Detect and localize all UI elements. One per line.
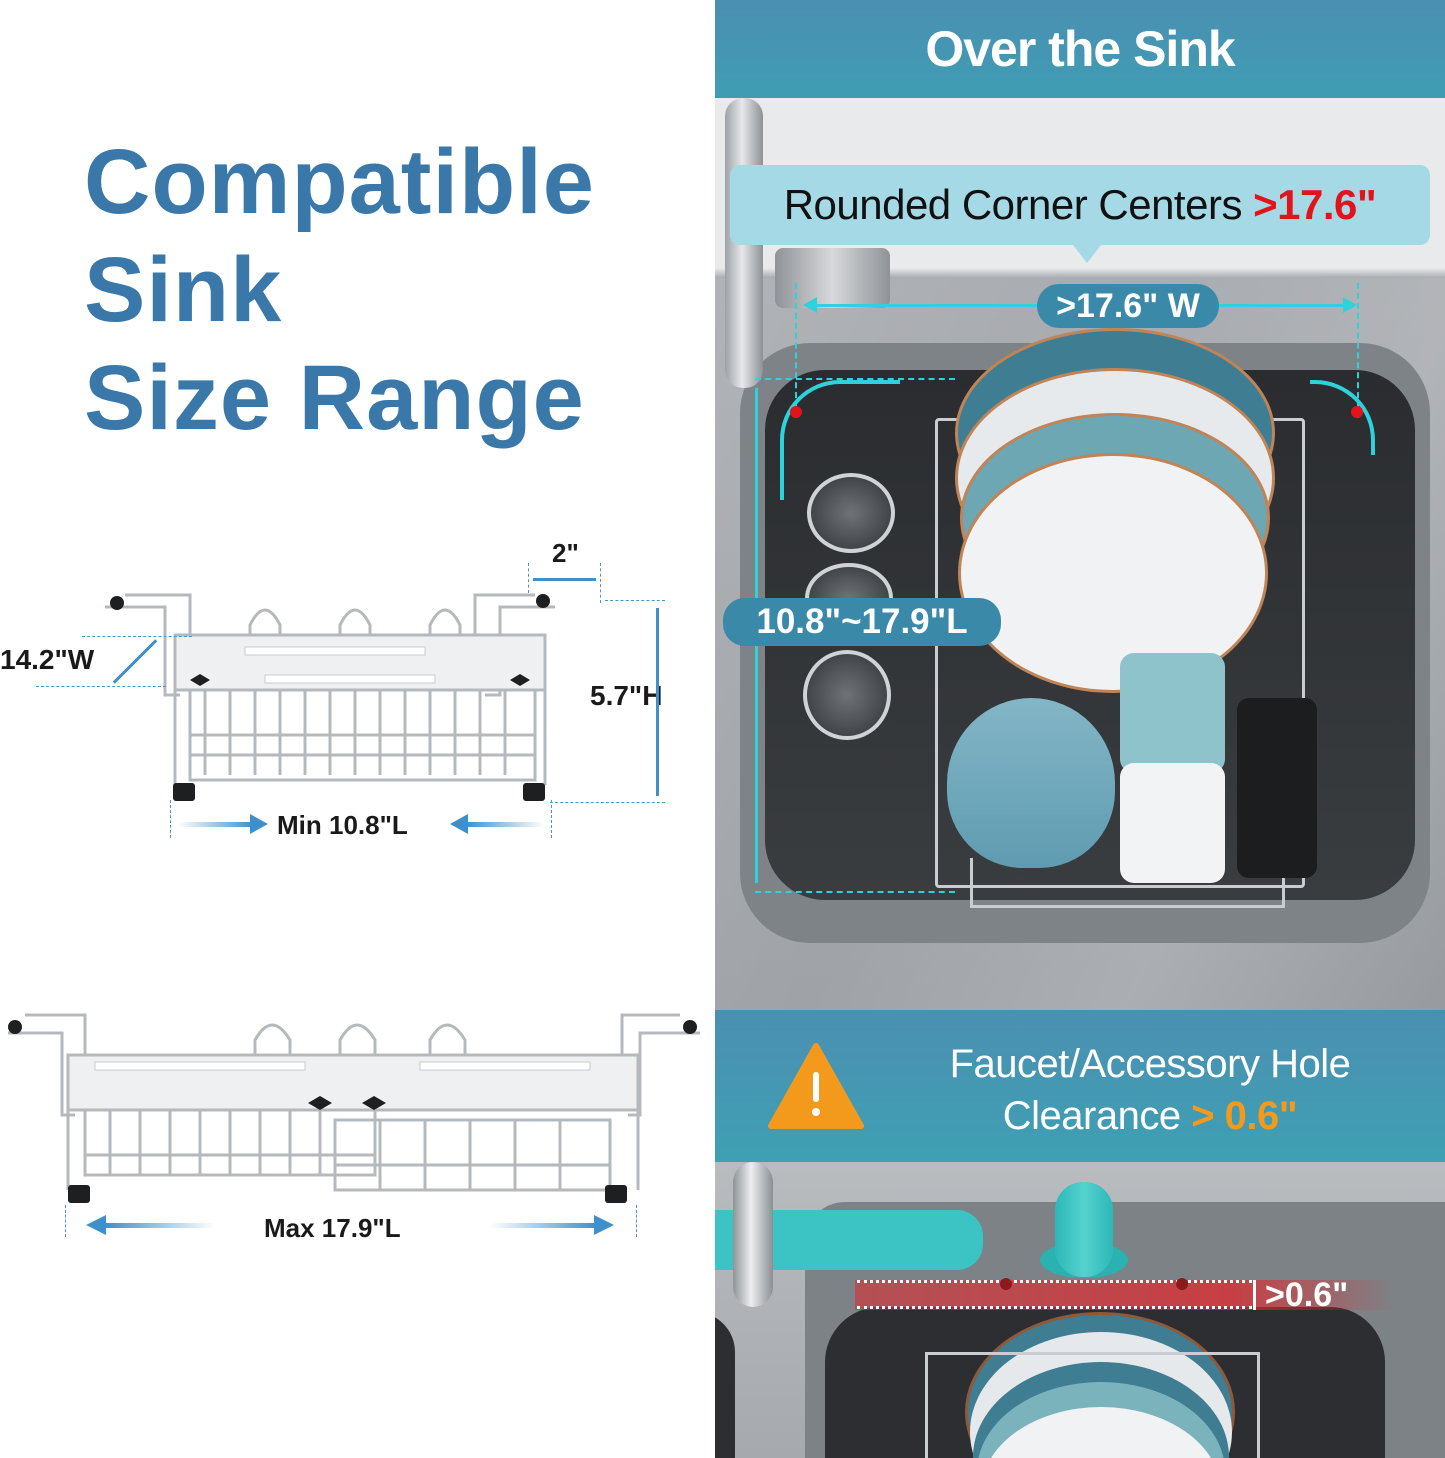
min-length-guide-left bbox=[170, 800, 171, 838]
rounded-corner-callout: Rounded Corner Centers >17.6" bbox=[730, 165, 1430, 263]
width-arrowhead-left bbox=[803, 297, 817, 313]
min-length-arrowhead-left bbox=[450, 814, 468, 834]
clearance-label: >0.6" bbox=[1265, 1276, 1349, 1314]
max-length-arrow-right bbox=[490, 1223, 596, 1228]
max-length-guide-right bbox=[636, 1205, 637, 1237]
max-length-guide-left bbox=[65, 1205, 66, 1237]
min-length-label: Min 10.8"L bbox=[277, 810, 408, 840]
corner-arc-left bbox=[780, 380, 900, 500]
right-panel: Over the Sink Rounded Corner Centers >17… bbox=[715, 0, 1445, 1458]
dish-rack-handle bbox=[970, 858, 1285, 908]
headline-line-3: Size Range bbox=[84, 347, 585, 449]
arm-width-label: 2" bbox=[552, 538, 579, 568]
clearance-line-top bbox=[857, 1280, 1252, 1283]
rack-height-guide-top bbox=[605, 600, 665, 601]
corner-center-dot-right bbox=[1351, 406, 1363, 418]
warning-highlight: > 0.6" bbox=[1191, 1094, 1298, 1138]
width-guide-right bbox=[1357, 283, 1359, 418]
warning-line-2: Clearance bbox=[1002, 1094, 1192, 1138]
dish-rack-frame bbox=[925, 1352, 1260, 1458]
arm-width-guide-left bbox=[528, 563, 529, 593]
rack-hook-dot bbox=[1176, 1278, 1188, 1290]
clearance-line-bottom bbox=[857, 1306, 1252, 1309]
corner-center-dot-left bbox=[790, 406, 802, 418]
min-length-arrowhead-right bbox=[250, 814, 268, 834]
plate-white-front bbox=[958, 453, 1268, 693]
sink-left-basin bbox=[715, 1312, 735, 1458]
min-length-arrow-left bbox=[466, 822, 544, 827]
width-arrowhead-right bbox=[1343, 297, 1357, 313]
faucet-handle bbox=[775, 248, 890, 308]
max-length-label: Max 17.9"L bbox=[264, 1213, 401, 1243]
min-length-arrow-right bbox=[178, 822, 253, 827]
sink-photo-top-view: Rounded Corner Centers >17.6" >17.6" W 1… bbox=[715, 98, 1445, 1010]
headline-line-2: Sink bbox=[84, 239, 283, 341]
bowl-stack bbox=[947, 698, 1115, 868]
callout-highlight: >17.6" bbox=[1253, 181, 1377, 228]
max-length-arrow-left bbox=[105, 1223, 215, 1228]
soap-dispenser bbox=[1055, 1182, 1113, 1277]
cup-white bbox=[1120, 763, 1225, 883]
clearance-zone bbox=[855, 1280, 1395, 1310]
rack-height-arrow bbox=[656, 608, 659, 796]
utensil-holder bbox=[1237, 698, 1317, 878]
rack-min-diagram bbox=[95, 585, 565, 810]
rack-width-guide-top bbox=[82, 636, 192, 637]
over-the-sink-title: Over the Sink bbox=[925, 21, 1235, 77]
over-the-sink-banner: Over the Sink bbox=[715, 0, 1445, 98]
rack-height-label: 5.7"H bbox=[590, 680, 663, 711]
length-guide-bottom bbox=[755, 891, 955, 893]
clearance-warning-banner: Faucet/Accessory Hole Clearance > 0.6" bbox=[715, 1010, 1445, 1162]
clearance-arrow-icon bbox=[1253, 1280, 1256, 1310]
faucet bbox=[733, 1162, 773, 1307]
arm-width-guide-right bbox=[600, 563, 601, 603]
rack-height-guide-bottom bbox=[550, 802, 665, 803]
callout-text: Rounded Corner Centers bbox=[783, 181, 1254, 228]
width-pill: >17.6" W bbox=[1037, 284, 1219, 328]
max-length-arrowhead-left bbox=[86, 1215, 106, 1235]
rack-max-illustration bbox=[8, 1013, 700, 1203]
sink-photo-clearance: >0.6" bbox=[715, 1162, 1445, 1458]
rack-hook-dot bbox=[1000, 1278, 1012, 1290]
headline-line-1: Compatible bbox=[84, 131, 595, 233]
length-pill: 10.8"~17.9"L bbox=[723, 598, 1001, 646]
rack-max-diagram bbox=[0, 1005, 710, 1205]
warning-triangle-icon bbox=[768, 1043, 864, 1129]
max-length-arrowhead-right bbox=[594, 1215, 614, 1235]
warning-line-1: Faucet/Accessory Hole bbox=[949, 1042, 1351, 1086]
arm-width-arrow bbox=[533, 578, 596, 581]
rack-min-illustration bbox=[105, 593, 555, 801]
left-panel: Compatible Sink Size Range bbox=[0, 0, 715, 1458]
length-guide-top bbox=[755, 378, 955, 380]
glass bbox=[803, 650, 891, 740]
headline: Compatible Sink Size Range bbox=[84, 128, 595, 452]
cup-teal bbox=[1120, 653, 1225, 773]
width-guide-left bbox=[795, 283, 797, 418]
rack-width-label: 14.2"W bbox=[0, 644, 95, 675]
min-length-guide-right bbox=[551, 800, 552, 838]
clearance-warning-text: Faucet/Accessory Hole Clearance > 0.6" bbox=[900, 1038, 1400, 1142]
rack-width-guide-bottom bbox=[36, 686, 166, 687]
